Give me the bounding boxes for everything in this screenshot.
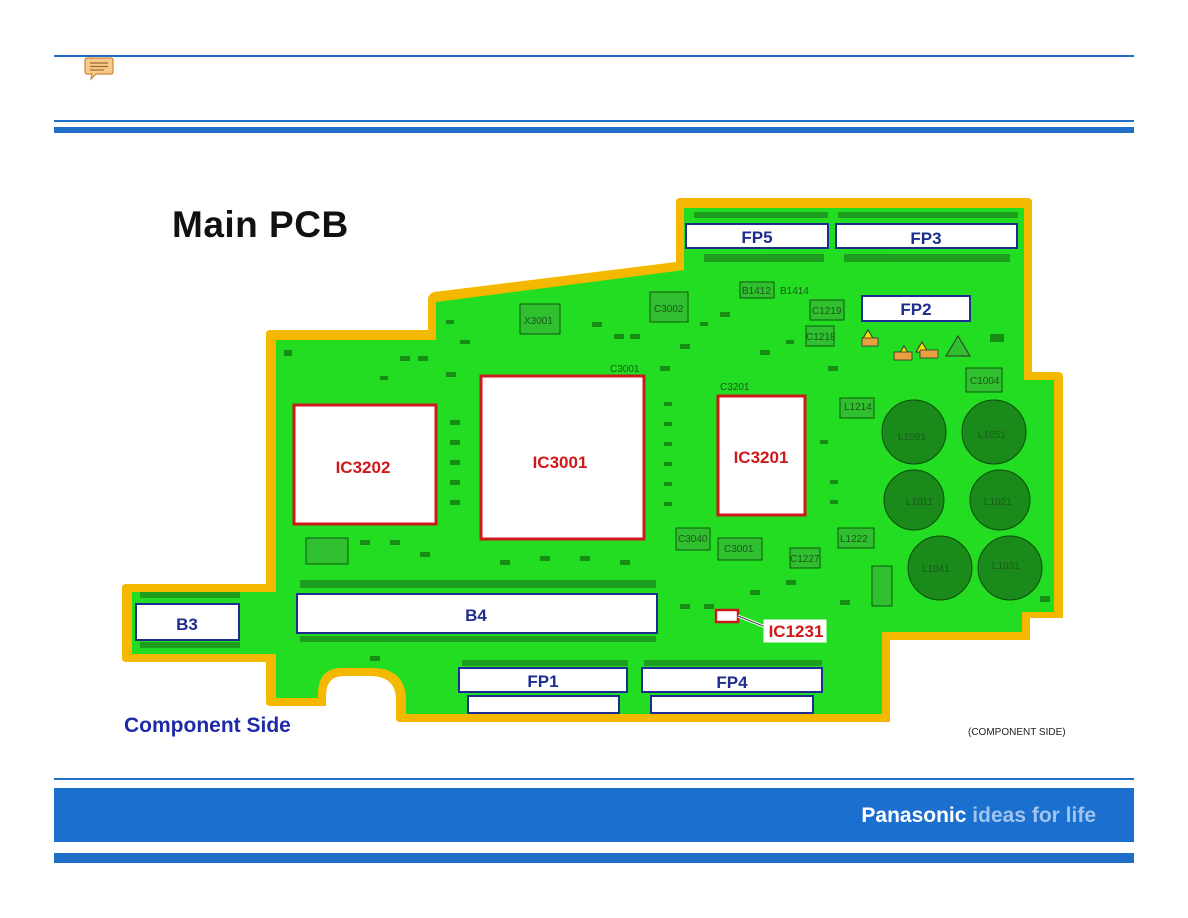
footer-bar: Panasonic ideas for life: [54, 788, 1134, 842]
svg-text:L1031: L1031: [992, 561, 1020, 572]
brand-tagline: ideas for life: [972, 804, 1096, 827]
header-rule-thin: [54, 120, 1134, 122]
header-rule-thick: [54, 127, 1134, 133]
fp4-label: FP4: [716, 673, 748, 692]
small-components: [305, 281, 1003, 607]
inductors: [881, 399, 1043, 601]
tiny-parts: [284, 312, 1050, 661]
svg-text:C1004: C1004: [970, 376, 1000, 387]
brand-name: Panasonic: [861, 804, 973, 827]
fp1-sub-box: [467, 695, 620, 714]
page-title: Main PCB: [172, 204, 349, 245]
fp3-box: [835, 223, 1018, 249]
header-rule-top: [54, 55, 1134, 57]
ic3202-label: IC3202: [336, 458, 391, 477]
ic1231-body: [714, 608, 740, 624]
fuse-parts: [861, 337, 939, 361]
svg-text:C1219: C1219: [812, 306, 842, 317]
svg-text:X3001: X3001: [524, 316, 553, 327]
ic3201-body: [716, 394, 807, 517]
footer-rule-top: [54, 778, 1134, 780]
b3-label: B3: [176, 615, 198, 634]
svg-text:C1227: C1227: [790, 554, 820, 565]
svg-text:L1222: L1222: [840, 534, 868, 545]
fp1-label: FP1: [527, 672, 558, 691]
ic1231-label-box: [763, 619, 827, 643]
svg-text:L1091: L1091: [898, 432, 926, 443]
svg-text:C1218: C1218: [806, 332, 836, 343]
fp2-label: FP2: [900, 300, 931, 319]
fp1-box: [458, 667, 628, 693]
svg-text:L1041: L1041: [922, 564, 950, 575]
svg-text:C3001: C3001: [724, 544, 754, 555]
component-side-caption: Component Side: [124, 714, 291, 737]
fp5-label: FP5: [741, 228, 772, 247]
fp4-box: [641, 667, 823, 693]
ic3202-body: [292, 403, 438, 526]
ic3001-label: IC3001: [533, 453, 588, 472]
svg-text:C3001: C3001: [610, 364, 640, 375]
svg-text:C3002: C3002: [654, 304, 684, 315]
svg-text:B1414: B1414: [780, 286, 809, 297]
ic3001-body: [479, 374, 646, 541]
speech-note-icon[interactable]: [84, 56, 114, 82]
svg-text:C3201: C3201: [720, 382, 750, 393]
fp5-box: [685, 223, 829, 249]
fp3-label: FP3: [910, 229, 941, 248]
pad-strips: [140, 212, 1018, 666]
component-side-note: (COMPONENT SIDE): [968, 727, 1066, 738]
b4-label: B4: [465, 606, 487, 625]
ic3201-label: IC3201: [734, 448, 789, 467]
footer-rule-bottom: [54, 853, 1134, 863]
fp2-box: [861, 295, 971, 322]
ic1231-label: IC1231: [769, 622, 824, 641]
b3-box: [135, 603, 240, 641]
svg-text:C3040: C3040: [678, 534, 708, 545]
brand-logo: Panasonic ideas for life: [861, 804, 1096, 828]
svg-text:B1412: B1412: [742, 286, 771, 297]
fp4-sub-box: [650, 695, 814, 714]
svg-text:L1021: L1021: [984, 497, 1012, 508]
component-labels: X3001 C3002 C3001 C3201 C3040 C3001 C121…: [524, 286, 1000, 565]
svg-text:L1051: L1051: [978, 430, 1006, 441]
inductor-labels: L1091 L1051 L1011 L1021 L1041 L1031: [898, 430, 1020, 575]
b4-box: [296, 593, 658, 634]
svg-text:L1214: L1214: [844, 402, 872, 413]
svg-text:L1011: L1011: [906, 497, 934, 508]
